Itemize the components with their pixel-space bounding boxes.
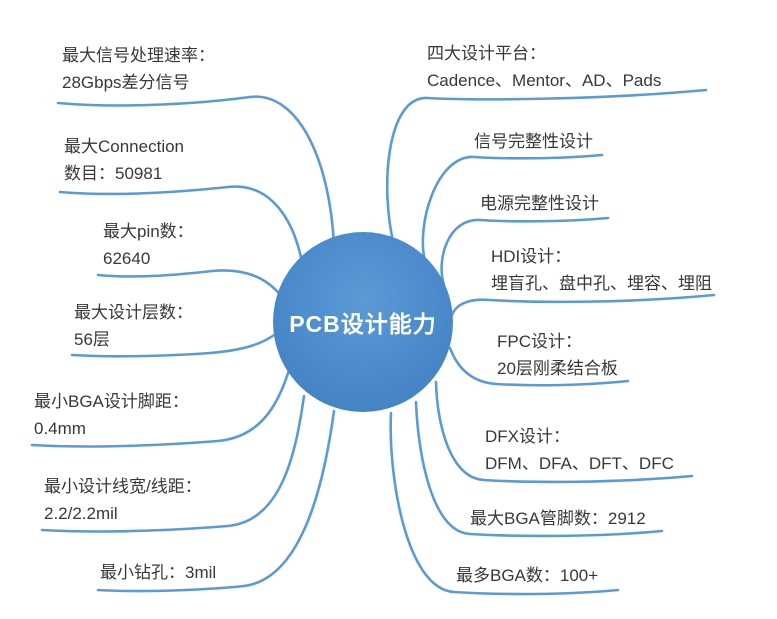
center-node: PCB设计能力	[273, 232, 453, 412]
connector-right-3	[440, 216, 610, 287]
connector-group	[30, 88, 716, 596]
branch-node-dfx-design: DFX设计： DFM、DFA、DFT、DFC	[485, 423, 674, 477]
connector-right-7	[414, 400, 664, 538]
branch-line2: Cadence、Mentor、AD、Pads	[427, 71, 662, 90]
branch-line1: 最大BGA管脚数：2912	[470, 509, 646, 528]
branch-line1: 最大pin数：	[103, 222, 194, 241]
connector-right-4	[450, 293, 716, 317]
branch-node-design-platforms: 四大设计平台： Cadence、Mentor、AD、Pads	[427, 40, 661, 94]
connector-left-3	[96, 269, 284, 299]
connector-left-1	[56, 95, 336, 248]
connector-left-5	[30, 368, 291, 448]
branch-line2: 56层	[74, 330, 110, 349]
branch-line1: 电源完整性设计	[480, 194, 599, 213]
branch-node-max-layers: 最大设计层数： 56层	[74, 299, 193, 353]
branch-line2: 62640	[103, 249, 151, 268]
branch-line1: 最小钻孔：3mil	[100, 563, 217, 582]
branch-line2: DFM、DFA、DFT、DFC	[485, 454, 674, 473]
connector-left-4	[70, 331, 279, 358]
branch-line2: 2.2/2.2mil	[44, 504, 118, 523]
branch-line1: 最大Connection	[64, 137, 185, 156]
connector-right-1	[385, 88, 708, 247]
branch-line1: 最大设计层数：	[74, 303, 193, 322]
branch-line1: 最小BGA设计脚距：	[34, 392, 189, 411]
connector-left-7	[96, 409, 336, 593]
branch-node-signal-integrity: 信号完整性设计	[474, 128, 593, 155]
branch-line2: 0.4mm	[34, 419, 86, 438]
branch-line1: FPC设计：	[497, 332, 582, 351]
branch-node-min-drill: 最小钻孔：3mil	[100, 559, 216, 586]
branch-line1: HDI设计：	[491, 247, 572, 266]
center-node-label: PCB设计能力	[289, 311, 437, 337]
branch-node-max-signal-rate: 最大信号处理速率： 28Gbps差分信号	[62, 42, 215, 96]
branch-line1: 信号完整性设计	[474, 132, 593, 151]
branch-line1: 四大设计平台：	[427, 44, 546, 63]
branch-node-fpc-design: FPC设计： 20层刚柔结合板	[497, 328, 618, 382]
branch-node-min-trace-width: 最小设计线宽/线距： 2.2/2.2mil	[44, 473, 202, 527]
connector-right-6	[434, 380, 694, 484]
branch-line2: 数目：50981	[64, 164, 163, 183]
branch-node-power-integrity: 电源完整性设计	[480, 190, 599, 217]
connector-right-2	[421, 153, 604, 263]
branch-line1: DFX设计：	[485, 427, 570, 446]
branch-line1: 最小设计线宽/线距：	[44, 477, 202, 496]
branch-node-min-bga-pitch: 最小BGA设计脚距： 0.4mm	[34, 388, 189, 442]
branch-node-max-bga-pins: 最大BGA管脚数：2912	[470, 505, 646, 532]
branch-node-max-connection: 最大Connection 数目：50981	[64, 133, 184, 187]
connector-right-8	[389, 411, 620, 596]
connector-left-2	[58, 185, 304, 264]
branch-line1: 最多BGA数：100+	[456, 566, 599, 585]
connector-right-5	[448, 346, 630, 387]
branch-line1: 最大信号处理速率：	[62, 46, 215, 65]
connector-left-6	[40, 394, 306, 533]
branch-node-max-pin-count: 最大pin数： 62640	[103, 218, 194, 272]
branch-line2: 埋盲孔、盘中孔、埋容、埋阻	[491, 274, 712, 293]
branch-line2: 28Gbps差分信号	[62, 73, 190, 92]
branch-line2: 20层刚柔结合板	[497, 359, 618, 378]
branch-node-hdi-design: HDI设计： 埋盲孔、盘中孔、埋容、埋阻	[491, 243, 712, 297]
branch-node-max-bga-count: 最多BGA数：100+	[456, 562, 598, 589]
